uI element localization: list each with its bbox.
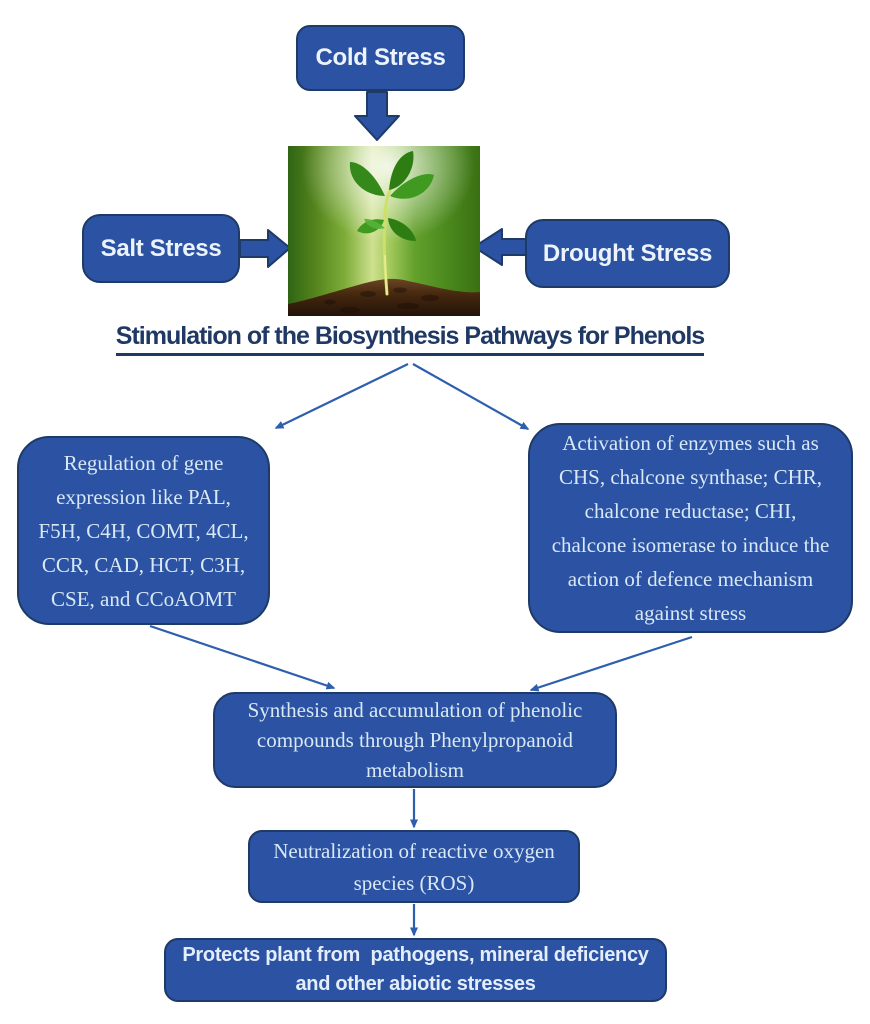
- cold-stress-label: Cold Stress: [315, 44, 446, 71]
- text-line: action of defence mechanism: [567, 567, 814, 591]
- seedling-illustration: [288, 146, 480, 316]
- seedling-stem-highlight: [384, 255, 388, 295]
- ros-neutralization-box: Neutralization of reactive oxygen specie…: [248, 830, 580, 903]
- cold-stress-down-arrow: [354, 91, 400, 141]
- text-line: Regulation of gene: [63, 450, 224, 475]
- text-line: against stress: [634, 601, 747, 625]
- salt-stress-label: Salt Stress: [100, 234, 222, 262]
- drought-stress-box: Drought Stress: [525, 219, 730, 288]
- text-line: metabolism: [366, 758, 464, 782]
- seedling-leaves: [349, 151, 434, 241]
- gene-regulation-box: Regulation of gene expression like PAL, …: [17, 436, 270, 625]
- text-line: Neutralization of reactive oxygen: [273, 838, 555, 863]
- text-line: CSE, and CCoAOMT: [51, 586, 236, 611]
- text-line: F5H, C4H, COMT, 4CL,: [38, 518, 249, 543]
- protection-box: Protects plant from pathogens, mineral d…: [164, 938, 667, 1002]
- enzyme-activation-box: Activation of enzymes such as CHS, chalc…: [528, 423, 853, 633]
- drought-stress-left-arrow: [473, 228, 528, 266]
- text-line: expression like PAL,: [56, 484, 231, 509]
- arrow-title-to-enzyme-box: [412, 363, 530, 430]
- soil-mound: [288, 278, 480, 316]
- salt-stress-box: Salt Stress: [82, 214, 240, 283]
- seedling-photo: [288, 146, 480, 316]
- diagram-title-text: Stimulation of the Biosynthesis Pathways…: [115, 322, 705, 356]
- diagram-title: Stimulation of the Biosynthesis Pathways…: [35, 322, 785, 356]
- arrow-title-to-gene-box: [274, 363, 409, 429]
- cold-stress-box: Cold Stress: [296, 25, 465, 91]
- arrow-enzyme-to-synthesis: [529, 635, 693, 692]
- text-line: chalcone reductase; CHI,: [584, 499, 797, 523]
- arrow-gene-to-synthesis: [149, 624, 336, 690]
- soil-texture: [324, 287, 439, 314]
- salt-stress-right-arrow: [239, 229, 291, 268]
- text-line: Activation of enzymes such as: [562, 431, 819, 455]
- text-line: Protects plant from pathogens, mineral d…: [182, 944, 649, 966]
- text-line: CHS, chalcone synthase; CHR,: [558, 465, 823, 489]
- text-line: and other abiotic stresses: [295, 973, 536, 995]
- text-line: CCR, CAD, HCT, C3H,: [41, 552, 246, 577]
- text-line: species (ROS): [353, 870, 475, 895]
- text-line: Synthesis and accumulation of phenolic: [247, 698, 583, 722]
- drought-stress-label: Drought Stress: [542, 239, 713, 267]
- synthesis-box: Synthesis and accumulation of phenolic c…: [213, 692, 617, 788]
- text-line: chalcone isomerase to induce the: [551, 533, 830, 557]
- text-line: compounds through Phenylpropanoid: [256, 728, 574, 752]
